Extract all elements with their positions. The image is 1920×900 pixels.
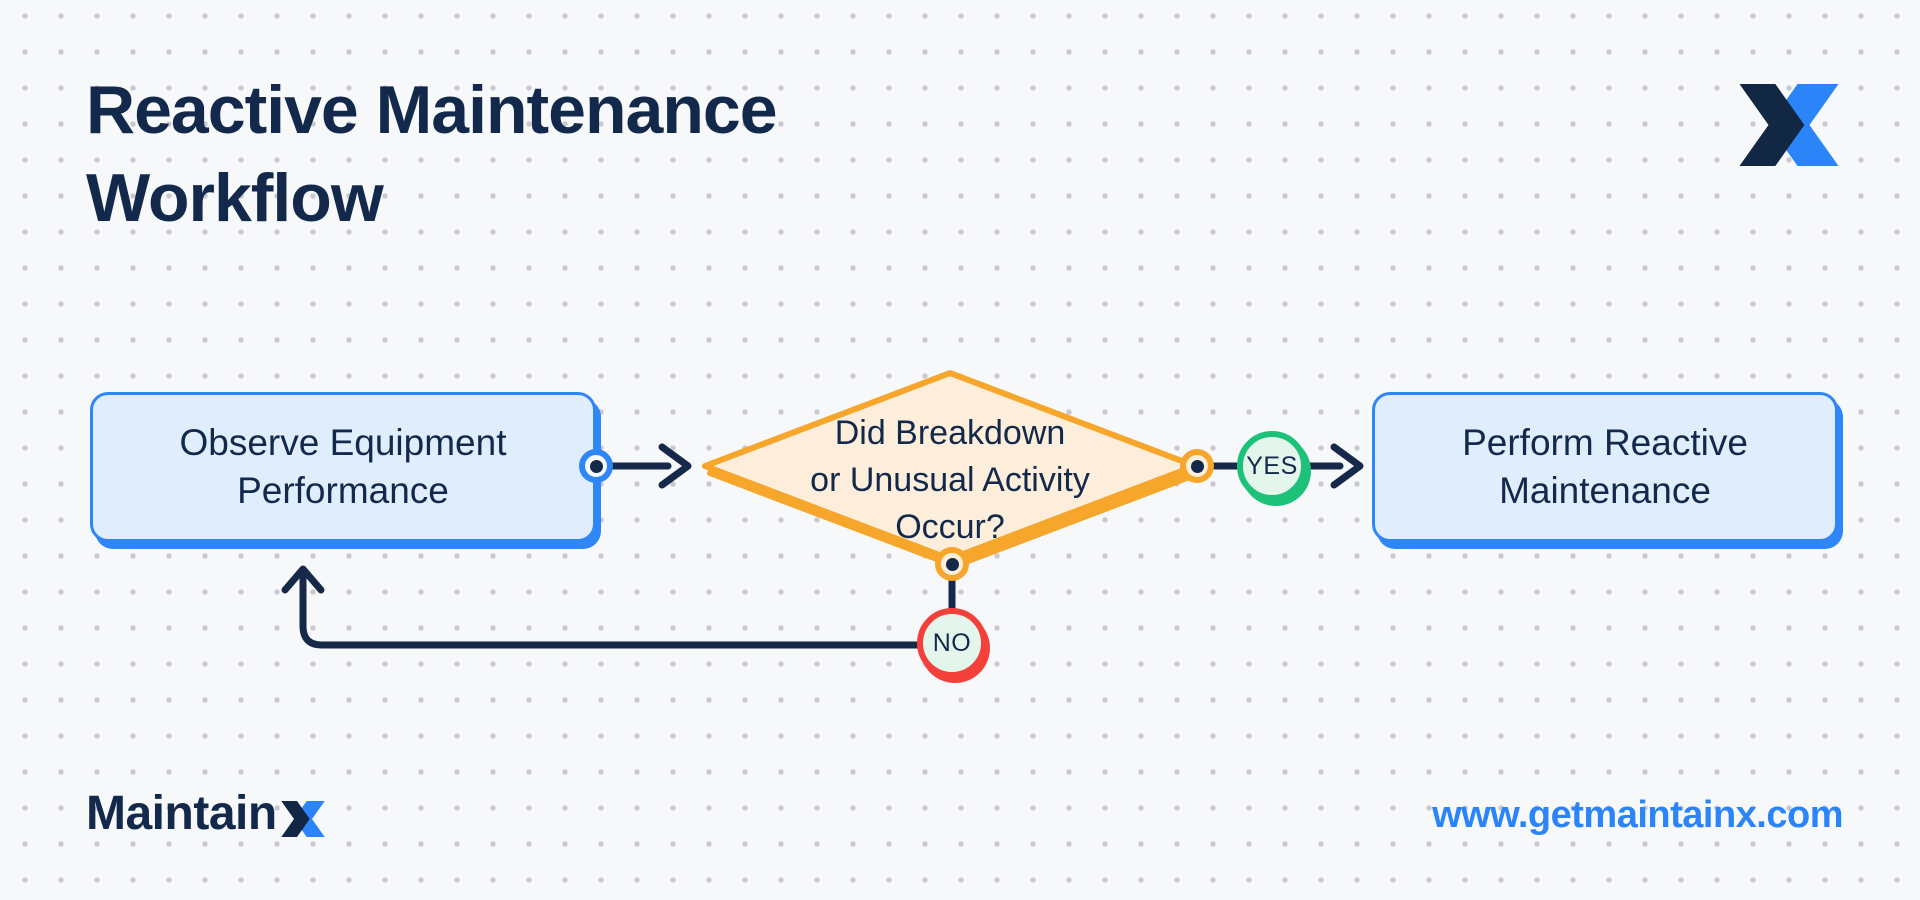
page-title-line1: Reactive Maintenance	[86, 72, 778, 148]
page-title-line2: Workflow	[86, 160, 384, 237]
flow-node-label: Perform Reactive Maintenance	[1462, 419, 1748, 515]
perform-label-line1: Perform Reactive	[1462, 421, 1748, 463]
observe-label-line2: Performance	[237, 470, 449, 511]
connector-point-decision-right-icon	[1180, 449, 1214, 483]
website-link[interactable]: www.getmaintainx.com	[1432, 794, 1843, 836]
perform-label-line2: Maintenance	[1499, 470, 1711, 511]
yes-branch-badge: YES	[1237, 431, 1307, 501]
decision-label-line1: Did Breakdown	[834, 414, 1066, 452]
footer-brand-logo: Maintain	[86, 780, 326, 838]
connector-point-observe-icon	[579, 449, 613, 483]
page-title: Reactive Maintenance Workflow	[86, 66, 1086, 243]
connector-point-decision-bottom-icon	[935, 547, 969, 581]
arrowhead-right-icon	[658, 443, 692, 489]
no-badge-label: NO	[932, 628, 972, 657]
arrowhead-up-icon	[281, 565, 325, 594]
flow-node-perform-maintenance: Perform Reactive Maintenance	[1372, 392, 1838, 542]
connector-dot-icon	[1190, 459, 1204, 473]
arrowhead-right-icon	[1330, 443, 1364, 489]
connector-dot-icon	[589, 459, 603, 473]
flow-node-observe-equipment: Observe Equipment Performance	[90, 392, 596, 542]
flow-node-label: Observe Equipment Performance	[179, 419, 506, 515]
observe-label-line1: Observe Equipment	[179, 421, 507, 463]
flow-node-decision-label: Did Breakdown or Unusual Activity Occur?	[740, 410, 1160, 551]
decision-label-line2: or Unusual Activity	[810, 461, 1090, 499]
footer-brand-wordmark: Maintain	[86, 787, 277, 840]
decision-label-line3: Occur?	[895, 508, 1005, 546]
connector-no-feedback	[299, 574, 954, 649]
maintainx-x-icon	[280, 801, 325, 837]
yes-badge-label: YES	[1246, 451, 1298, 480]
connector-dot-icon	[945, 557, 959, 571]
maintainx-x-icon	[1739, 84, 1839, 166]
no-branch-badge: NO	[917, 608, 987, 678]
